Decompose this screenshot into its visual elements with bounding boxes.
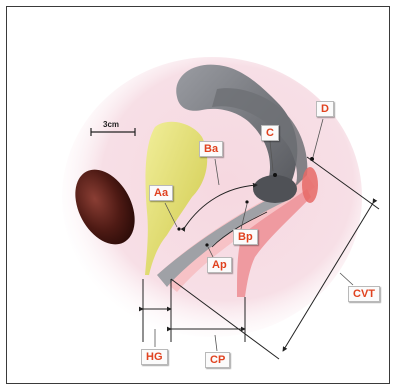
point-Ap [205, 243, 208, 246]
label-Aa: Aa [149, 185, 173, 201]
point-C [273, 173, 277, 177]
label-D: D [316, 101, 334, 117]
label-Ba: Ba [199, 141, 223, 157]
label-Ap: Ap [207, 257, 232, 273]
label-HG: HG [141, 349, 168, 365]
scale-bar-label: 3cm [103, 120, 119, 129]
point-Aa [177, 227, 180, 230]
cervix [253, 175, 297, 203]
label-CVT: CVT [348, 286, 380, 302]
pelvic-anatomy-diagram [7, 7, 391, 385]
label-Bp: Bp [233, 229, 258, 245]
rectum-curve [302, 167, 318, 203]
label-CP: CP [205, 352, 230, 368]
label-C: C [261, 125, 279, 141]
figure-frame: 3cm D C Ba Aa Bp Ap CVT HG CP [6, 6, 390, 384]
point-Bp [245, 200, 248, 203]
